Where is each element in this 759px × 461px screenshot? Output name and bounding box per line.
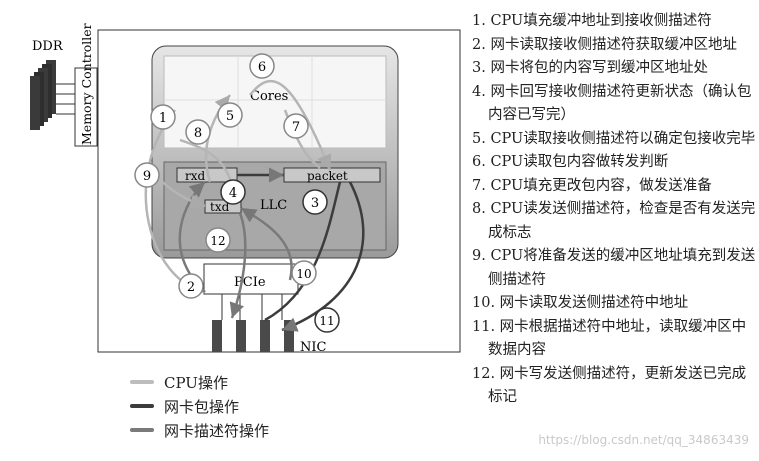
svg-text:6: 6 xyxy=(258,60,266,75)
legend-label: 网卡描述符操作 xyxy=(164,421,270,440)
marker-9: 9 xyxy=(134,162,160,188)
ddr-modules xyxy=(30,60,56,130)
marker-3: 3 xyxy=(302,189,328,215)
step-item: 8. CPU读发送侧描述符，检查是否有发送完成标志 xyxy=(472,201,756,241)
legend-item-nic-descriptor: 网卡描述符操作 xyxy=(130,418,380,442)
diagram-svg: DDR Memory Controller Cores LLC rxd pack… xyxy=(30,23,461,355)
marker-1: 1 xyxy=(150,104,176,130)
marker-12: 12 xyxy=(205,227,231,253)
legend-item-nic-packet: 网卡包操作 xyxy=(130,394,380,418)
svg-text:10: 10 xyxy=(296,267,311,281)
legend-label: CPU操作 xyxy=(164,373,228,392)
svg-text:4: 4 xyxy=(229,186,237,201)
marker-7: 7 xyxy=(283,113,309,139)
memory-controller-label: Memory Controller xyxy=(79,23,94,145)
marker-5: 5 xyxy=(217,102,243,128)
svg-text:2: 2 xyxy=(187,280,195,295)
legend-label: 网卡包操作 xyxy=(164,397,240,416)
svg-text:1: 1 xyxy=(159,111,167,126)
step-item: 7. CPU填充更改包内容，做发送准备 xyxy=(472,177,712,194)
svg-text:7: 7 xyxy=(292,120,300,135)
svg-text:8: 8 xyxy=(194,126,202,141)
marker-8: 8 xyxy=(185,119,211,145)
svg-text:11: 11 xyxy=(319,314,334,328)
svg-text:12: 12 xyxy=(210,234,225,248)
step-item: 12. 网卡写发送侧描述符，更新发送已完成标记 xyxy=(472,365,747,406)
ddr-label: DDR xyxy=(32,39,64,54)
llc-label: LLC xyxy=(260,198,287,213)
svg-text:3: 3 xyxy=(311,196,319,211)
txd-label: txd xyxy=(210,200,230,214)
svg-text:9: 9 xyxy=(143,169,151,184)
marker-4: 4 xyxy=(220,179,246,205)
step-item: 5. CPU读取接收侧描述符以确定包接收完毕 xyxy=(472,130,756,147)
step-item: 9. CPU将准备发送的缓冲区地址填充到发送侧描述符 xyxy=(472,248,756,288)
marker-11: 11 xyxy=(314,307,340,333)
step-item: 10. 网卡读取发送侧描述符中地址 xyxy=(472,295,689,311)
legend-swatch xyxy=(130,380,154,384)
legend-swatch xyxy=(130,404,154,408)
nic-chips xyxy=(212,320,294,352)
marker-6: 6 xyxy=(249,53,275,79)
watermark: https://blog.csdn.net/qq_34863439 xyxy=(538,433,749,447)
step-item: 6. CPU读取包内容做转发判断 xyxy=(472,154,669,170)
step-list: 1. CPU填充缓冲地址到接收侧描述符 2. 网卡读取接收侧描述符获取缓冲区地址… xyxy=(472,10,757,410)
memory-controller-box xyxy=(74,67,98,147)
rxd-label: rxd xyxy=(185,169,206,183)
step-item: 11. 网卡根据描述符中地址，读取缓冲区中数据内容 xyxy=(472,318,747,359)
step-item: 4. 网卡回写接收侧描述符更新状态（确认包内容已写完） xyxy=(472,83,752,124)
nic-label: NIC xyxy=(300,340,327,355)
marker-2: 2 xyxy=(178,273,204,299)
packet-label: packet xyxy=(307,169,348,183)
pcie-box xyxy=(203,263,299,295)
step-item: 1. CPU填充缓冲地址到接收侧描述符 xyxy=(472,13,712,29)
legend: CPU操作 网卡包操作 网卡描述符操作 xyxy=(130,370,380,442)
step-item: 3. 网卡将包的内容写到缓冲区地址处 xyxy=(472,60,708,76)
step-item: 2. 网卡读取接收侧描述符获取缓冲区地址 xyxy=(472,36,737,53)
packet-flow-diagram: DDR Memory Controller Cores LLC rxd pack… xyxy=(30,23,461,355)
cores-label: Cores xyxy=(250,89,288,104)
svg-text:5: 5 xyxy=(226,109,234,124)
pcie-label: PCIe xyxy=(234,275,266,290)
legend-item-cpu: CPU操作 xyxy=(130,370,380,394)
marker-10: 10 xyxy=(291,260,317,286)
legend-swatch xyxy=(130,428,154,432)
